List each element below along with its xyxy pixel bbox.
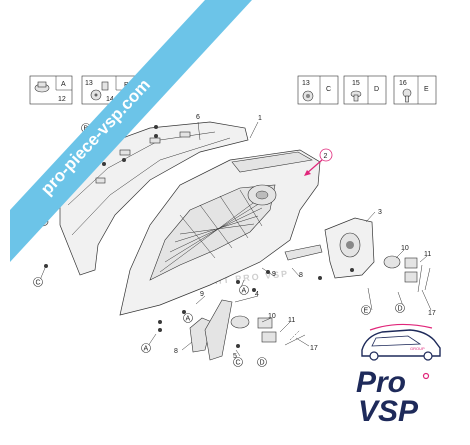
svg-text:D: D: [398, 306, 403, 313]
legend-letter: C: [326, 86, 331, 93]
bumper-cover: [119, 149, 321, 316]
legend-num: 12: [58, 96, 66, 103]
letter-a-2: A: [141, 343, 151, 353]
fog-lamp-housing: [247, 184, 277, 206]
callout-3: 3: [378, 209, 382, 216]
callout-10b: 10: [268, 313, 276, 320]
sensor-right: [383, 255, 418, 283]
svg-text:C: C: [236, 360, 241, 367]
callout-8b: 8: [174, 348, 178, 355]
svg-text:A: A: [186, 316, 191, 323]
clip-icon: [34, 81, 50, 93]
rivet-icon: [402, 88, 412, 103]
legend-num: 13: [85, 80, 93, 87]
pro-vsp-logo: GROUP Pro VSP: [356, 323, 441, 428]
center-bracket: [284, 244, 323, 261]
callout-8a: 8: [299, 272, 303, 279]
lower-bracket-left: [189, 299, 233, 361]
letter-c-bottom: C: [233, 357, 243, 367]
svg-text:C: C: [36, 280, 41, 287]
letter-a-1: A: [239, 285, 249, 295]
logo-line1: Pro: [356, 366, 406, 399]
legend-box-d: 15 D: [343, 75, 387, 105]
legend-box-a: A 12: [29, 75, 73, 105]
legend-letter: E: [424, 86, 429, 93]
legend-letter: A: [61, 81, 66, 88]
callout-9b: 9: [200, 291, 204, 298]
callout-2: 2: [324, 153, 328, 160]
legend-box-c: 13 C: [297, 75, 339, 105]
callout-9a: 9: [272, 271, 276, 278]
svg-text:D: D: [260, 360, 265, 367]
washer-screw-icon: [90, 81, 109, 101]
reinforcement-slots: [95, 131, 191, 184]
legend-box-e: 16 E: [393, 75, 437, 105]
svg-text:A: A: [242, 288, 247, 295]
legend-num: 14: [106, 96, 114, 103]
sensor-left: [230, 315, 277, 343]
bumper-reinforcement: [59, 121, 249, 276]
callout-10a: 10: [401, 245, 409, 252]
letter-d-1: D: [257, 357, 267, 367]
bumper-grille-mesh: [159, 189, 269, 273]
letter-e: E: [361, 305, 371, 315]
legend-num: 13: [302, 80, 310, 87]
grommet-icon: [302, 90, 314, 102]
push-clip-icon: [350, 90, 362, 102]
callout-1: 1: [258, 115, 262, 122]
legend-num: 15: [352, 80, 360, 87]
letter-c-left: C: [33, 277, 43, 287]
logo-line2: VSP: [358, 395, 419, 428]
logo-group-text: GROUP: [410, 346, 425, 351]
letter-d-2: D: [395, 303, 405, 313]
side-bracket: [324, 217, 375, 279]
callout-11b: 11: [288, 317, 295, 324]
callout-17b: 17: [310, 345, 318, 352]
legend-num: 16: [399, 80, 407, 87]
callout-5: 5: [233, 353, 237, 360]
callout-4: 4: [255, 291, 259, 298]
callout-6: 6: [196, 114, 200, 121]
callout-11a: 11: [424, 251, 431, 258]
legend-letter: D: [374, 86, 379, 93]
svg-text:A: A: [144, 346, 149, 353]
svg-text:E: E: [364, 308, 369, 315]
arrow-part-2: 2: [304, 148, 333, 176]
letter-a-3: A: [183, 313, 193, 323]
logo-accent-dot: [422, 372, 430, 380]
car-outline-icon: [361, 323, 441, 361]
callout-17a: 17: [428, 310, 436, 317]
